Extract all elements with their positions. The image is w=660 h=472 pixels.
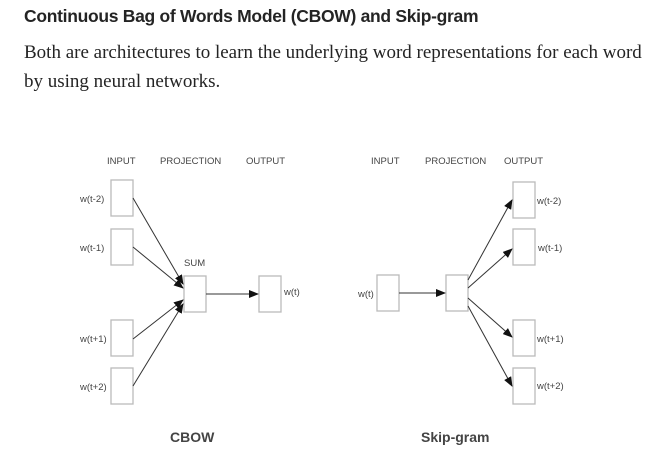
cbow-input-box xyxy=(110,367,134,405)
cbow-input-box xyxy=(110,228,134,266)
cbow-arrow xyxy=(132,197,184,285)
skipgram-output-label: w(t+2) xyxy=(536,381,564,392)
skipgram-projection-box xyxy=(445,274,469,312)
skipgram-output-box xyxy=(512,181,536,219)
skipgram-output-label: w(t-2) xyxy=(536,196,561,207)
cbow-sum-label: SUM xyxy=(184,258,205,269)
cbow-input-header: INPUT xyxy=(107,156,136,167)
skipgram-arrow xyxy=(467,305,513,387)
section-paragraph: Both are architectures to learn the unde… xyxy=(24,42,642,92)
skipgram-diagram: INPUT PROJECTION OUTPUT w(t) w(t-2) w(t-… xyxy=(357,156,564,445)
cbow-caption: CBOW xyxy=(170,429,215,445)
cbow-input-box xyxy=(110,179,134,217)
cbow-input-label: w(t+2) xyxy=(79,382,107,393)
skipgram-output-box xyxy=(512,367,536,405)
cbow-input-label: w(t-2) xyxy=(79,194,104,205)
section-heading: Continuous Bag of Words Model (CBOW) and… xyxy=(24,6,479,26)
skipgram-output-box xyxy=(512,228,536,266)
cbow-output-box xyxy=(258,275,282,313)
skipgram-arrow xyxy=(467,248,513,289)
cbow-arrow xyxy=(132,299,184,340)
cbow-diagram: INPUT PROJECTION OUTPUT w(t-2) w(t-1) w(… xyxy=(79,156,300,445)
cbow-arrow xyxy=(132,303,184,387)
cbow-input-label: w(t-1) xyxy=(79,243,104,254)
skipgram-output-box xyxy=(512,319,536,357)
skipgram-output-header: OUTPUT xyxy=(504,156,543,167)
cbow-projection-box xyxy=(183,275,207,313)
cbow-projection-header: PROJECTION xyxy=(160,156,221,167)
skipgram-arrow xyxy=(467,199,513,281)
cbow-output-label: w(t) xyxy=(283,287,300,298)
skipgram-output-label: w(t+1) xyxy=(536,334,564,345)
cbow-input-box xyxy=(110,319,134,357)
skipgram-output-label: w(t-1) xyxy=(537,243,562,254)
cbow-arrow xyxy=(132,246,184,289)
skipgram-input-header: INPUT xyxy=(371,156,400,167)
cbow-output-header: OUTPUT xyxy=(246,156,285,167)
skipgram-input-label: w(t) xyxy=(357,289,374,300)
skipgram-projection-header: PROJECTION xyxy=(425,156,486,167)
skipgram-caption: Skip-gram xyxy=(421,429,489,445)
cbow-input-label: w(t+1) xyxy=(79,334,107,345)
skipgram-input-box xyxy=(376,274,400,312)
skipgram-arrow xyxy=(467,297,513,338)
